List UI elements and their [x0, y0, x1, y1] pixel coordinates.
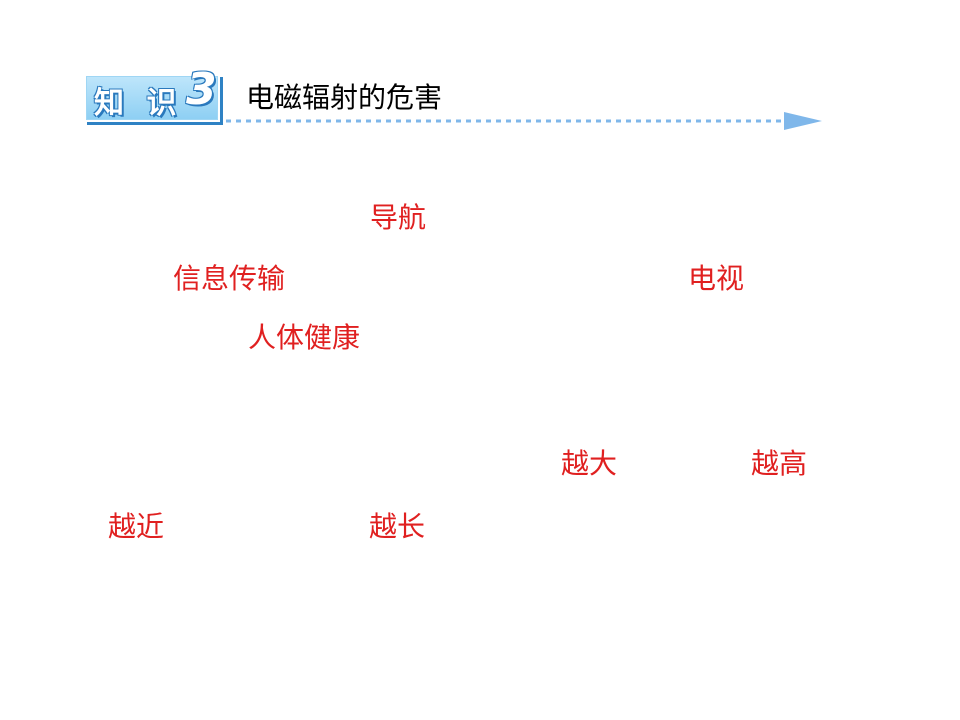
keyword-human-health: 人体健康 — [248, 321, 361, 354]
keyword-higher: 越高 — [751, 447, 808, 480]
section-title: 电磁辐射的危害 — [246, 81, 443, 114]
arrow-head — [784, 112, 822, 130]
badge-label: 知 识 — [94, 86, 183, 121]
keyword-closer: 越近 — [108, 510, 165, 543]
badge-number: 3 — [186, 64, 217, 115]
section-badge: 知 识 3 — [84, 64, 224, 126]
keyword-television: 电视 — [688, 262, 745, 295]
keyword-larger: 越大 — [561, 447, 618, 480]
keyword-longer: 越长 — [369, 510, 426, 543]
badge-background — [84, 74, 220, 122]
dashed-arrow-line — [226, 112, 822, 130]
keyword-info-transmission: 信息传输 — [173, 262, 286, 295]
keyword-navigation: 导航 — [370, 201, 427, 234]
